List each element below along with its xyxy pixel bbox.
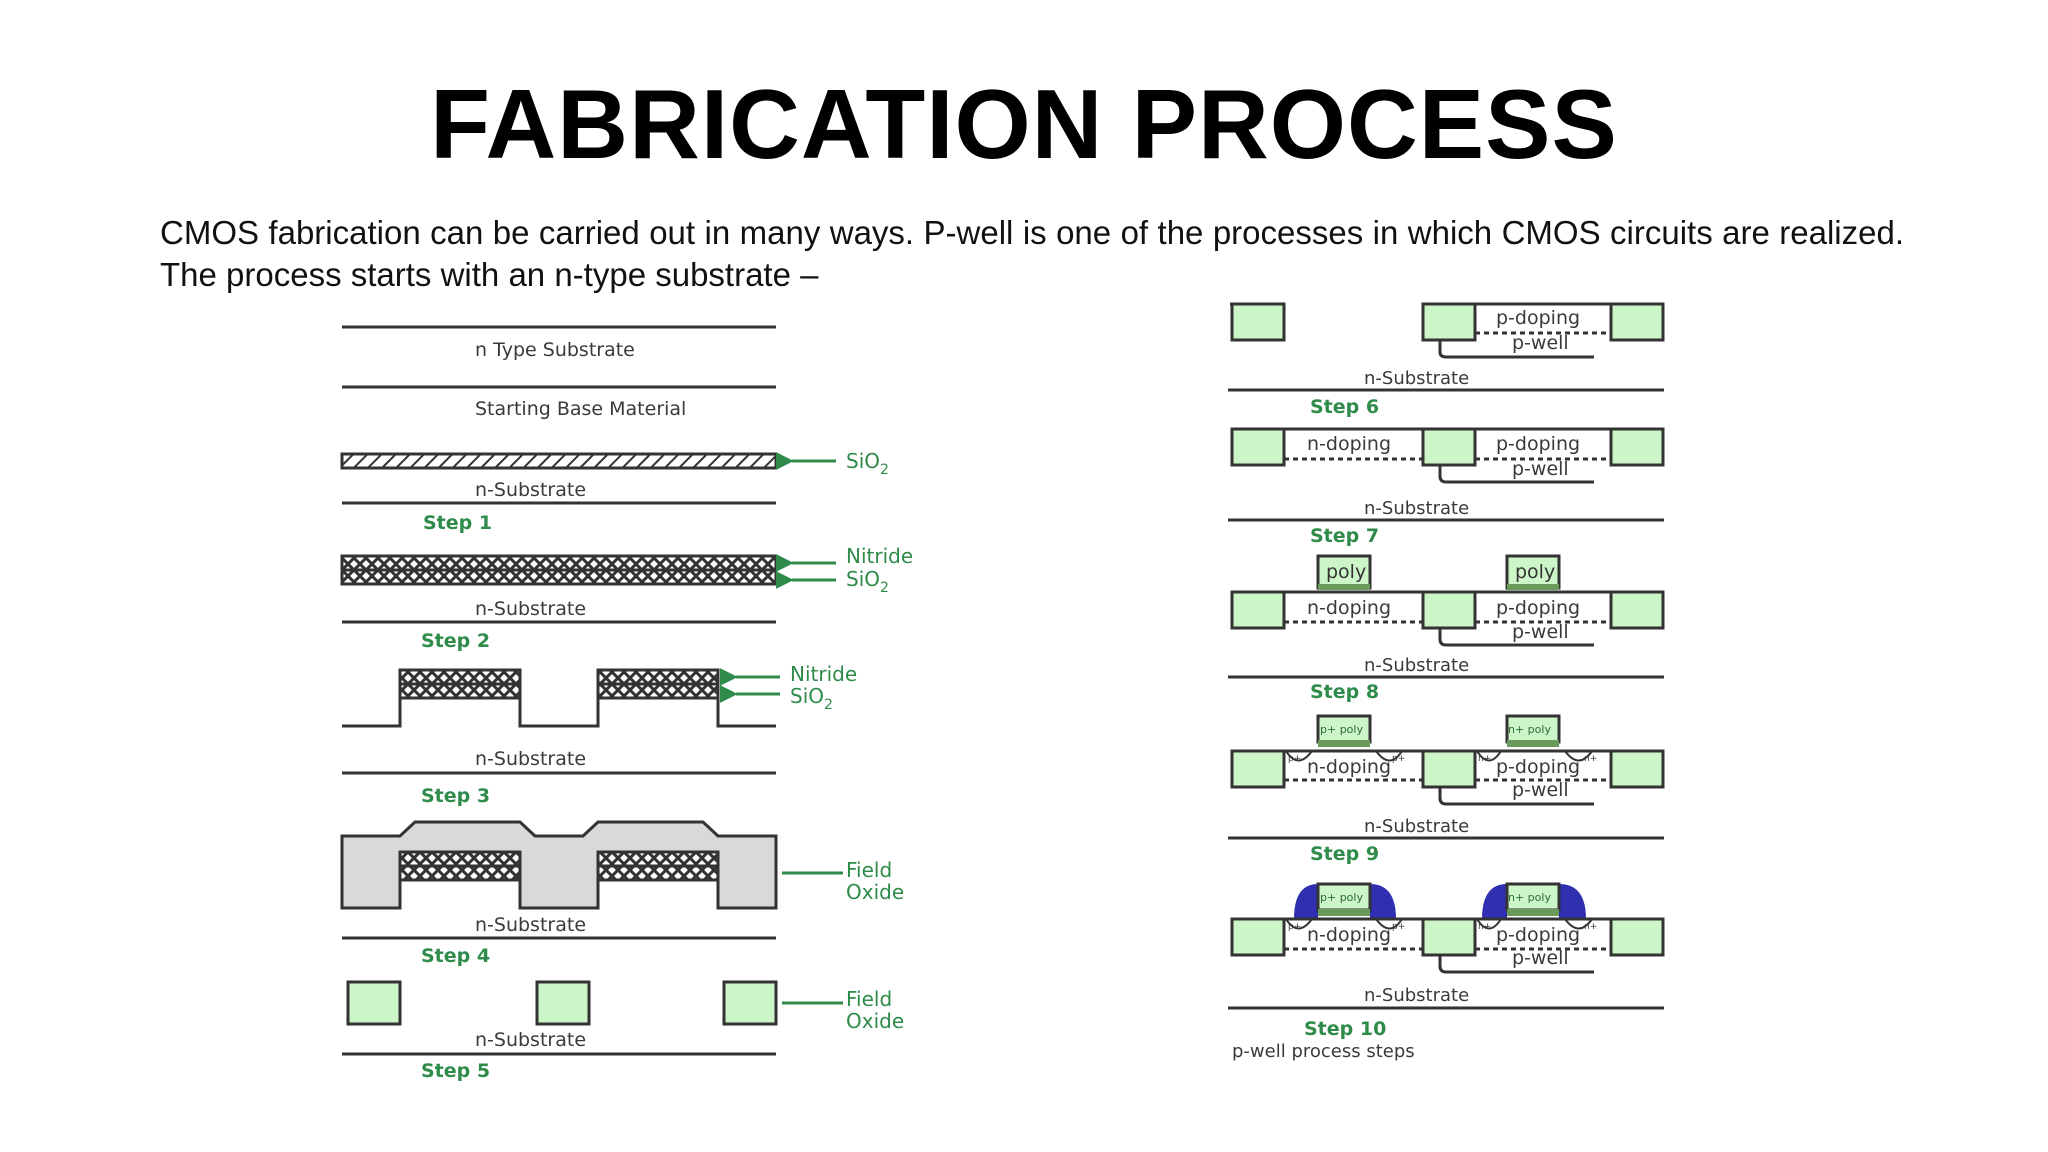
label-n-type-substrate: n Type Substrate bbox=[475, 339, 635, 361]
label-starting-base-material: Starting Base Material bbox=[475, 398, 686, 420]
label-n-doping-s7: n-doping bbox=[1307, 433, 1391, 455]
label-p-plus-2-s10: p+ bbox=[1392, 922, 1405, 932]
label-poly-right: poly bbox=[1515, 561, 1555, 583]
label-n-substrate-3: n-Substrate bbox=[475, 748, 586, 770]
label-n-plus-1-s9: n+ bbox=[1478, 754, 1491, 764]
label-step-10: Step 10 bbox=[1304, 1018, 1386, 1040]
label-n-plus-1-s10: n+ bbox=[1478, 922, 1491, 932]
label-step-5: Step 5 bbox=[421, 1060, 490, 1082]
slide-title: FABRICATION PROCESS bbox=[430, 69, 1618, 179]
label-step-7: Step 7 bbox=[1310, 525, 1379, 547]
left-labels: n Type Substrate Starting Base Material … bbox=[421, 339, 913, 1082]
label-n-substrate-4: n-Substrate bbox=[475, 914, 586, 936]
label-p-doping-s6: p-doping bbox=[1496, 307, 1580, 329]
label-p-well-s6: p-well bbox=[1512, 332, 1569, 354]
left-arrows bbox=[719, 452, 843, 1005]
label-n-substrate-s6: n-Substrate bbox=[1364, 368, 1469, 389]
label-step-3: Step 3 bbox=[421, 785, 490, 807]
label-p-plus-2-s9: p+ bbox=[1392, 754, 1405, 764]
label-p-plus-1-s9: p+ bbox=[1288, 754, 1301, 764]
label-nitride-step3: Nitride bbox=[790, 662, 857, 686]
label-poly-left: poly bbox=[1326, 561, 1366, 583]
label-step-4: Step 4 bbox=[421, 945, 490, 967]
label-nitride-step2: Nitride bbox=[846, 544, 913, 568]
label-oxide-step5: Oxide bbox=[846, 1009, 904, 1033]
label-n-plus-poly-s9: n+ poly bbox=[1508, 723, 1551, 736]
label-p-doping-s9: p-doping bbox=[1496, 756, 1580, 778]
intro-paragraph: CMOS fabrication can be carried out in m… bbox=[160, 214, 1904, 293]
label-field-step5: Field bbox=[846, 987, 892, 1011]
label-n-substrate-2: n-Substrate bbox=[475, 598, 586, 620]
label-p-doping-s7: p-doping bbox=[1496, 433, 1580, 455]
right-steps bbox=[1228, 302, 1665, 1010]
label-sio2-step2: SiO bbox=[846, 567, 880, 591]
label-p-well-s10: p-well bbox=[1512, 947, 1569, 969]
svg-text:SiO2: SiO2 bbox=[846, 567, 889, 596]
label-n-substrate-s10: n-Substrate bbox=[1364, 985, 1469, 1006]
label-n-plus-poly-s10: n+ poly bbox=[1508, 891, 1551, 904]
label-n-doping-s8: n-doping bbox=[1307, 597, 1391, 619]
label-p-well-s9: p-well bbox=[1512, 779, 1569, 801]
label-n-plus-2-s9: n+ bbox=[1584, 754, 1597, 764]
label-p-plus-poly-s9: p+ poly bbox=[1320, 723, 1363, 736]
label-oxide-step4: Oxide bbox=[846, 880, 904, 904]
diagram-caption: p-well process steps bbox=[1232, 1041, 1415, 1062]
label-step-8: Step 8 bbox=[1310, 681, 1379, 703]
label-p-doping-s10: p-doping bbox=[1496, 924, 1580, 946]
label-n-substrate-s8: n-Substrate bbox=[1364, 655, 1469, 676]
label-p-plus-1-s10: p+ bbox=[1288, 922, 1301, 932]
label-p-well-s8: p-well bbox=[1512, 621, 1569, 643]
label-p-plus-poly-s10: p+ poly bbox=[1320, 891, 1363, 904]
label-step-9: Step 9 bbox=[1310, 843, 1379, 865]
right-labels: p-doping p-well n-Substrate Step 6 n-dop… bbox=[1232, 307, 1597, 1062]
svg-text:SiO2: SiO2 bbox=[790, 684, 833, 713]
label-n-doping-s10: n-doping bbox=[1307, 924, 1391, 946]
label-n-substrate-s7: n-Substrate bbox=[1364, 498, 1469, 519]
label-step-6: Step 6 bbox=[1310, 396, 1379, 418]
label-field-step4: Field bbox=[846, 858, 892, 882]
label-sio2-step1: SiO2 bbox=[846, 449, 889, 478]
label-n-substrate-s9: n-Substrate bbox=[1364, 816, 1469, 837]
label-sio2-step3: SiO bbox=[790, 684, 824, 708]
label-p-doping-s8: p-doping bbox=[1496, 597, 1580, 619]
label-n-doping-s9: n-doping bbox=[1307, 756, 1391, 778]
label-n-plus-2-s10: n+ bbox=[1584, 922, 1597, 932]
left-steps bbox=[340, 325, 778, 1056]
label-step-1: Step 1 bbox=[423, 512, 492, 534]
label-n-substrate-5: n-Substrate bbox=[475, 1029, 586, 1051]
label-n-substrate-1: n-Substrate bbox=[475, 479, 586, 501]
label-step-2: Step 2 bbox=[421, 630, 490, 652]
label-p-well-s7: p-well bbox=[1512, 458, 1569, 480]
